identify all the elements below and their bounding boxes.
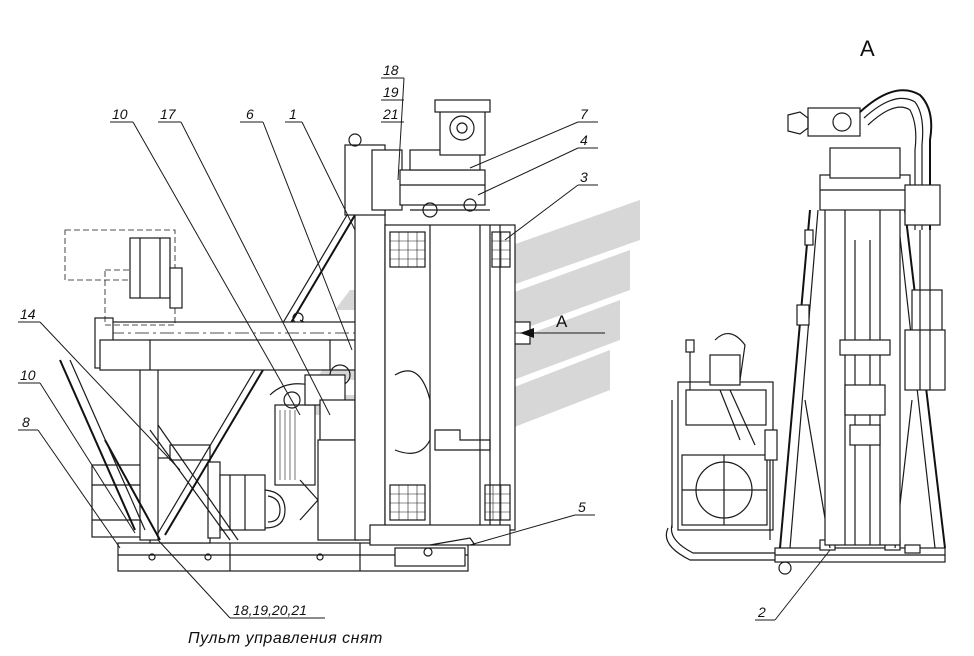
grille-bottom [389, 484, 511, 521]
callout-18: 18 [383, 62, 399, 78]
callout-leaders [18, 77, 831, 621]
callout-1: 1 [289, 106, 297, 122]
view-a [665, 89, 946, 575]
section-marker-label: А [556, 312, 568, 331]
side-view [59, 99, 531, 572]
callout-7: 7 [580, 106, 589, 122]
view-label: А [860, 36, 875, 61]
callout-4: 4 [580, 132, 588, 148]
callout-8: 8 [22, 414, 30, 430]
callouts: 18 19 21 7 4 3 10 17 6 1 14 10 8 5 18,19… [20, 62, 766, 620]
callout-19: 19 [383, 84, 399, 100]
callout-21: 21 [382, 106, 399, 122]
grille-top [389, 231, 511, 268]
section-marker: А [520, 312, 605, 338]
removed-gearbox [64, 229, 183, 326]
callout-3: 3 [580, 169, 588, 185]
callout-14: 14 [20, 306, 36, 322]
caption: Пульт управления снят [188, 630, 383, 647]
callout-18-19-20-21: 18,19,20,21 [233, 602, 307, 618]
callout-10-bottom: 10 [20, 367, 36, 383]
callout-2: 2 [757, 604, 766, 620]
callout-10-top: 10 [112, 106, 128, 122]
callout-17: 17 [160, 106, 177, 122]
callout-6: 6 [246, 106, 254, 122]
callout-5: 5 [578, 499, 586, 515]
